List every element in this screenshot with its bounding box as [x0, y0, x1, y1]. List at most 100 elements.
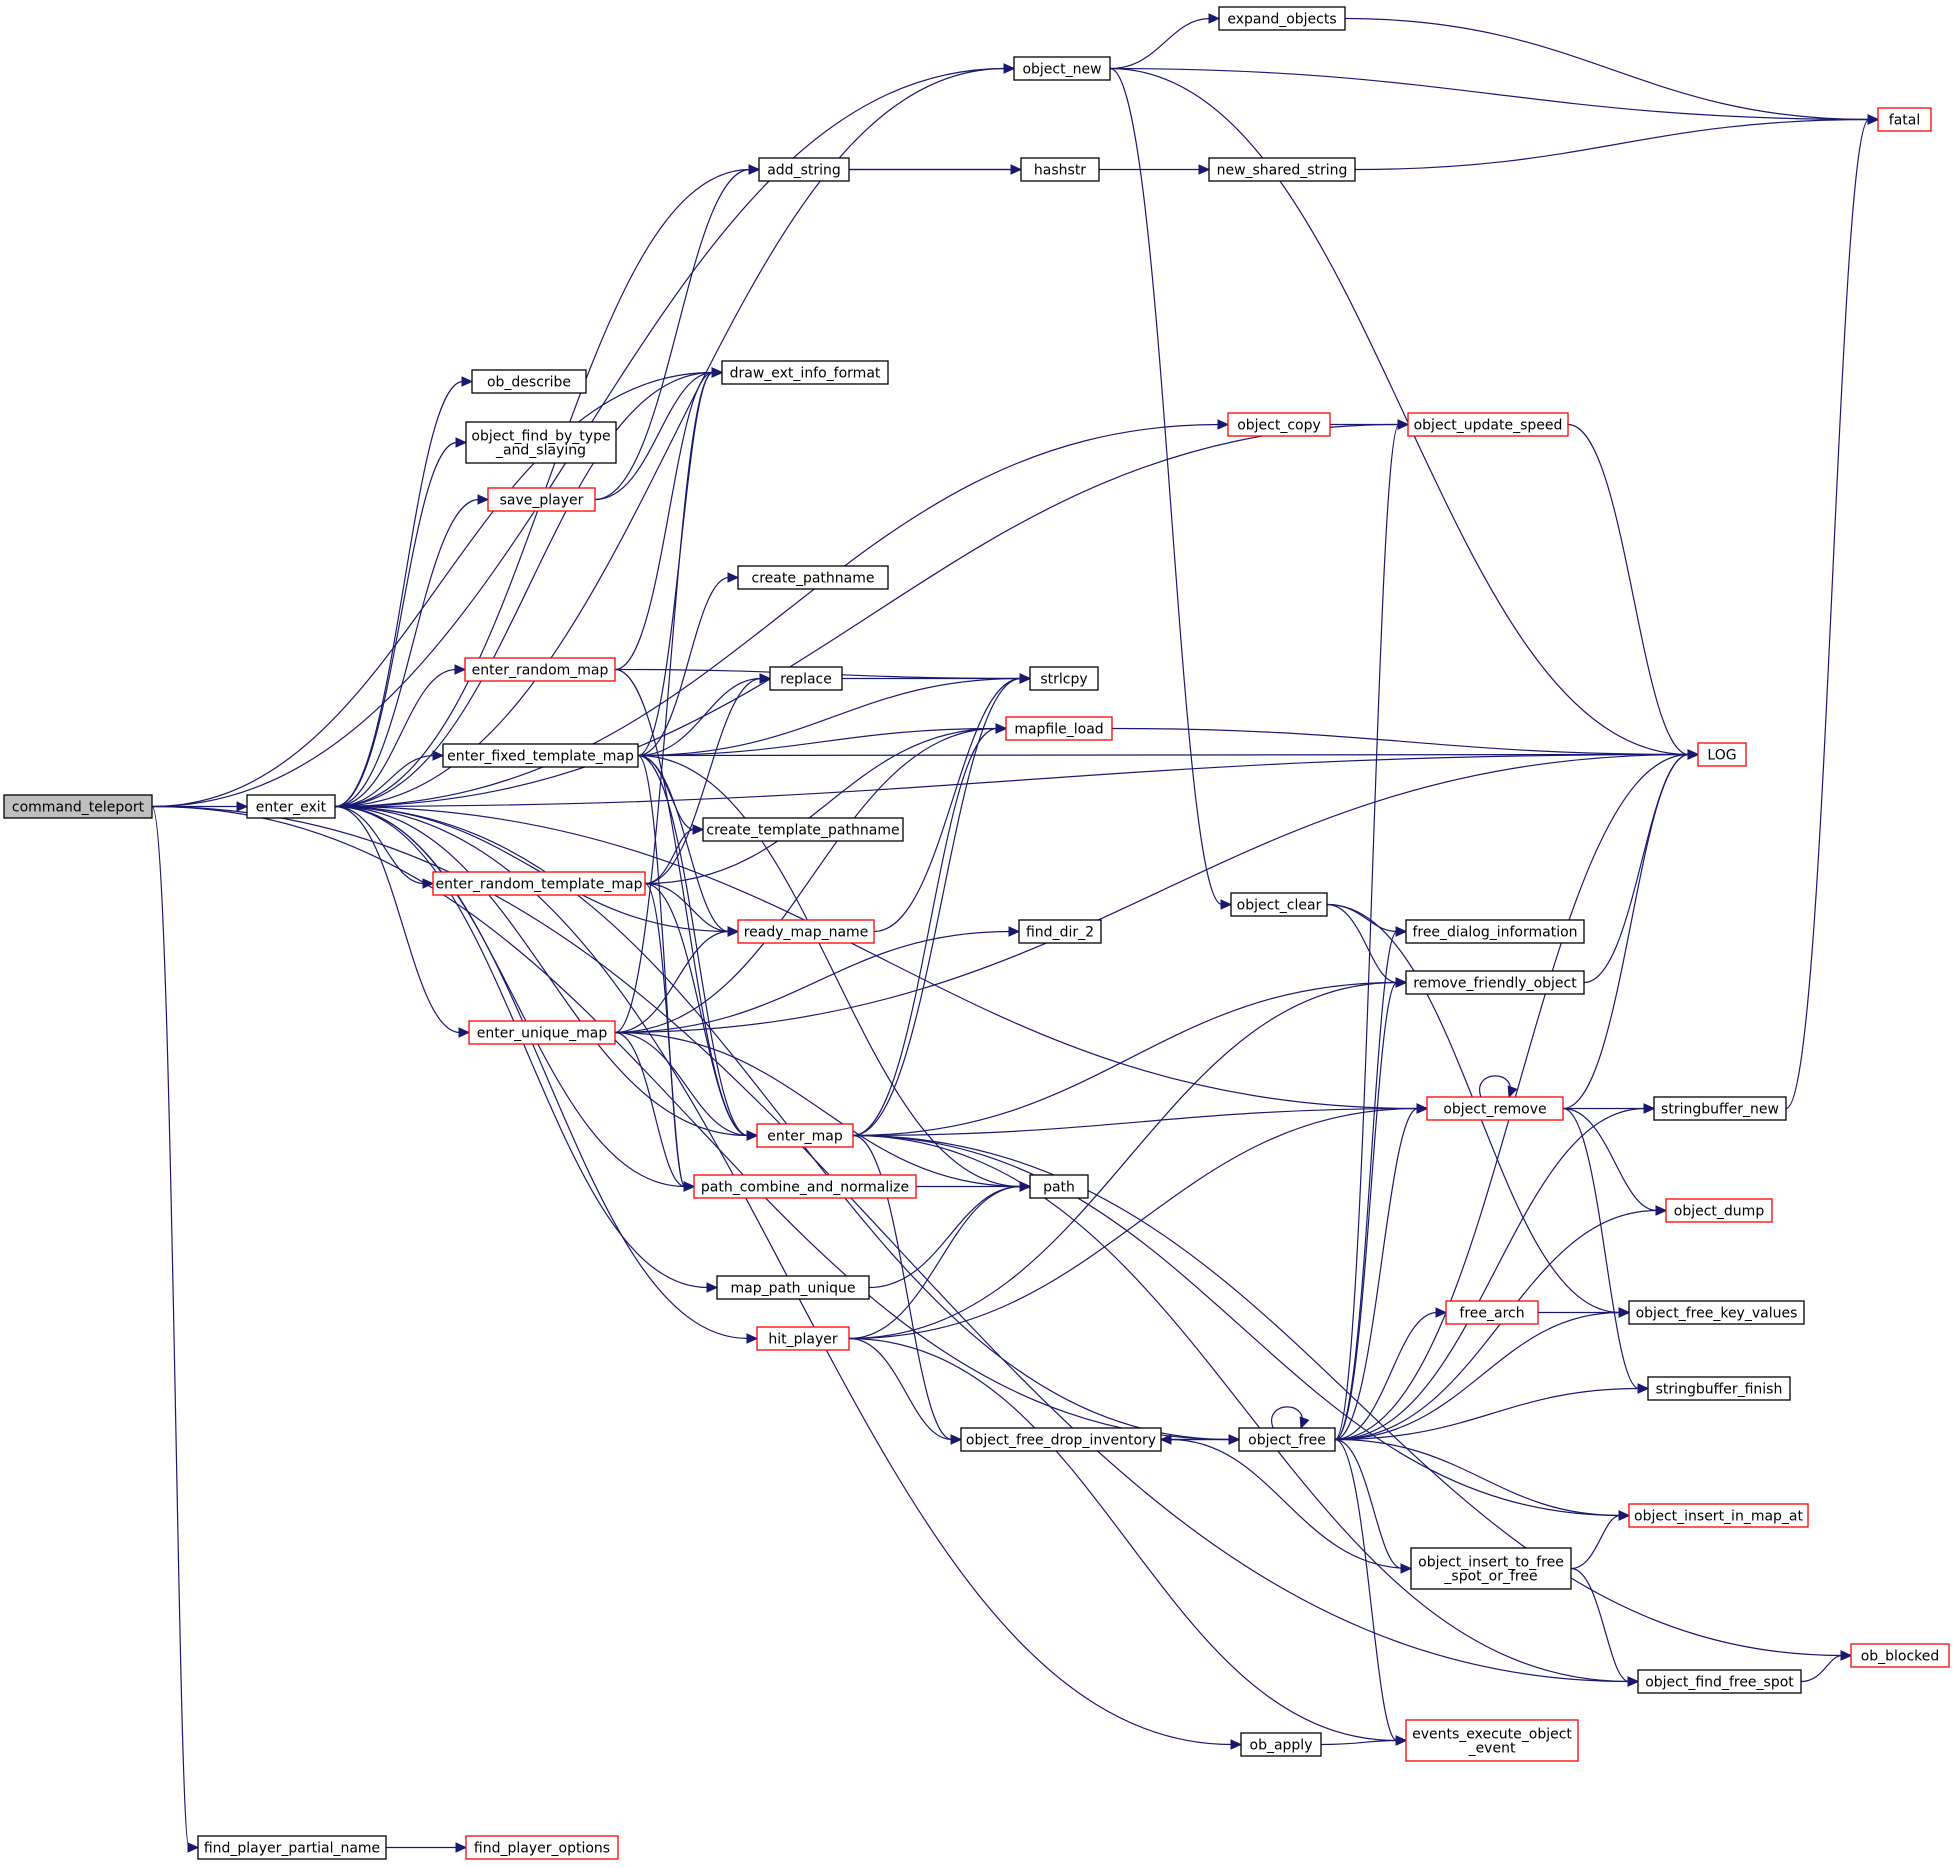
- node-object-update-speed[interactable]: object_update_speed: [1407, 412, 1569, 437]
- edge-arrowhead: [1618, 1307, 1631, 1318]
- node-ready-map-name[interactable]: ready_map_name: [737, 919, 875, 944]
- edge-object-free-to-object-free-key-values: [1334, 1311, 1621, 1441]
- node-label: find_player_partial_name: [204, 1841, 380, 1857]
- node-box: [1410, 1547, 1572, 1590]
- edge-arrowhead: [432, 750, 445, 761]
- edge-enter-fixed-template-map-to-replace: [637, 677, 762, 757]
- node-object-free[interactable]: object_free: [1238, 1427, 1336, 1452]
- node-object-dump[interactable]: object_dump: [1665, 1198, 1773, 1223]
- edge-enter-map-to-object-free-drop-inventory: [852, 1134, 953, 1441]
- node-hit-player[interactable]: hit_player: [756, 1326, 850, 1351]
- node-hashstr[interactable]: hashstr: [1020, 157, 1100, 182]
- node-replace[interactable]: replace: [769, 666, 843, 691]
- node-ob-describe[interactable]: ob_describe: [471, 369, 587, 394]
- node-fatal[interactable]: fatal: [1877, 107, 1932, 132]
- edge-arrowhead: [1435, 1307, 1448, 1318]
- edge-enter-unique-map-to-mapfile-load: [614, 727, 998, 1034]
- node-box: [1647, 1376, 1791, 1401]
- node-command-teleport[interactable]: command_teleport: [3, 794, 153, 819]
- node-new-shared-string[interactable]: new_shared_string: [1208, 157, 1356, 182]
- node-stringbuffer-finish[interactable]: stringbuffer_finish: [1647, 1376, 1791, 1401]
- node-box: [471, 369, 587, 394]
- node-object-remove[interactable]: object_remove: [1426, 1096, 1564, 1121]
- node-enter-random-template-map[interactable]: enter_random_template_map: [432, 871, 646, 896]
- node-object-copy[interactable]: object_copy: [1227, 412, 1331, 437]
- node-remove-friendly-object[interactable]: remove_friendly_object: [1405, 970, 1585, 995]
- node-find-player-options[interactable]: find_player_options: [465, 1835, 619, 1860]
- edge-arrowhead: [1208, 13, 1221, 24]
- node-box: [246, 794, 336, 819]
- node-free-dialog-information[interactable]: free_dialog_information: [1405, 919, 1585, 944]
- node-object-clear[interactable]: object_clear: [1230, 892, 1328, 917]
- node-ob-apply[interactable]: ob_apply: [1240, 1732, 1322, 1757]
- node-draw-ext-info-format[interactable]: draw_ext_info_format: [721, 360, 889, 385]
- edge-arrowhead: [1507, 1085, 1518, 1099]
- node-enter-exit[interactable]: enter_exit: [246, 794, 336, 819]
- edge-arrowhead: [1217, 419, 1230, 430]
- node-ob-blocked[interactable]: ob_blocked: [1850, 1643, 1950, 1668]
- edge-enter-fixed-template-map-to-LOG: [637, 753, 1690, 757]
- node-mapfile-load[interactable]: mapfile_load: [1005, 716, 1113, 741]
- node-find-player-partial-name[interactable]: find_player_partial_name: [197, 1835, 387, 1860]
- node-create-template-pathname[interactable]: create_template_pathname: [702, 817, 904, 842]
- node-free-arch[interactable]: free_arch: [1445, 1300, 1539, 1325]
- edge-object-remove-to-stringbuffer-finish: [1562, 1107, 1640, 1390]
- node-label: object_update_speed: [1414, 418, 1563, 434]
- node-LOG[interactable]: LOG: [1697, 742, 1747, 767]
- node-strlcpy[interactable]: strlcpy: [1029, 666, 1099, 691]
- edge-arrowhead: [683, 1181, 696, 1192]
- edge-arrowhead: [461, 376, 474, 387]
- edge-expand-objects-to-fatal: [1344, 17, 1870, 121]
- node-object-new[interactable]: object_new: [1013, 56, 1111, 81]
- edge-arrowhead: [1003, 63, 1016, 74]
- edge-arrowhead: [759, 673, 772, 684]
- node-expand-objects[interactable]: expand_objects: [1218, 6, 1346, 31]
- node-label: mapfile_load: [1014, 722, 1103, 738]
- node-label: free_arch: [1459, 1306, 1524, 1322]
- edge-enter-exit-to-save-player: [334, 498, 480, 808]
- edge-hit-player-to-object-free-drop-inventory: [848, 1337, 953, 1441]
- node-box: [1653, 1096, 1787, 1121]
- node-find-dir-2[interactable]: find_dir_2: [1018, 919, 1102, 944]
- edge-object-free-to-object-update-speed: [1334, 423, 1400, 1441]
- node-object-insert-to-free-spot-or-free[interactable]: object_insert_to_free_spot_or_free: [1410, 1547, 1572, 1590]
- node-events-execute-object-event[interactable]: events_execute_object_event: [1405, 1719, 1579, 1762]
- node-box: [737, 919, 875, 944]
- node-box: [464, 657, 616, 682]
- edge-arrowhead: [1019, 1181, 1032, 1192]
- node-object-free-drop-inventory[interactable]: object_free_drop_inventory: [960, 1427, 1162, 1452]
- node-save-player[interactable]: save_player: [487, 487, 596, 512]
- node-label: find_player_options: [474, 1841, 610, 1857]
- node-label: command_teleport: [12, 800, 145, 816]
- node-box: [1445, 1300, 1539, 1325]
- edge-object-free-to-object-free: [1271, 1406, 1303, 1429]
- node-label: enter_map: [767, 1129, 843, 1145]
- node-object-free-key-values[interactable]: object_free_key_values: [1628, 1300, 1805, 1325]
- node-add-string[interactable]: add_string: [758, 157, 850, 182]
- node-path[interactable]: path: [1029, 1174, 1089, 1199]
- edge-arrowhead: [727, 572, 740, 583]
- node-object-find-by-type-and-slaying[interactable]: object_find_by_type_and_slaying: [465, 421, 617, 464]
- node-path-combine-and-normalize[interactable]: path_combine_and_normalize: [693, 1174, 917, 1199]
- node-object-insert-in-map-at[interactable]: object_insert_in_map_at: [1628, 1503, 1809, 1528]
- edge-arrowhead: [1230, 1739, 1243, 1750]
- node-map-path-unique[interactable]: map_path_unique: [716, 1275, 870, 1300]
- node-label: _event: [1468, 1741, 1516, 1757]
- node-enter-fixed-template-map[interactable]: enter_fixed_template_map: [442, 743, 639, 768]
- node-box: [756, 1123, 854, 1148]
- node-enter-random-map[interactable]: enter_random_map: [464, 657, 616, 682]
- node-label: enter_exit: [256, 800, 327, 816]
- node-enter-unique-map[interactable]: enter_unique_map: [468, 1020, 616, 1045]
- node-stringbuffer-new[interactable]: stringbuffer_new: [1653, 1096, 1787, 1121]
- edge-arrowhead: [1159, 1434, 1172, 1445]
- node-box: [1005, 716, 1113, 741]
- node-box: [442, 743, 639, 768]
- node-box: [1230, 892, 1328, 917]
- node-create-pathname[interactable]: create_pathname: [737, 565, 889, 590]
- node-enter-map[interactable]: enter_map: [756, 1123, 854, 1148]
- edge-object-free-to-object-insert-to-free-spot-or-free: [1334, 1438, 1403, 1570]
- edge-arrowhead: [727, 926, 740, 937]
- node-box: [737, 565, 889, 590]
- node-box: [702, 817, 904, 842]
- node-object-find-free-spot[interactable]: object_find_free_spot: [1637, 1669, 1802, 1694]
